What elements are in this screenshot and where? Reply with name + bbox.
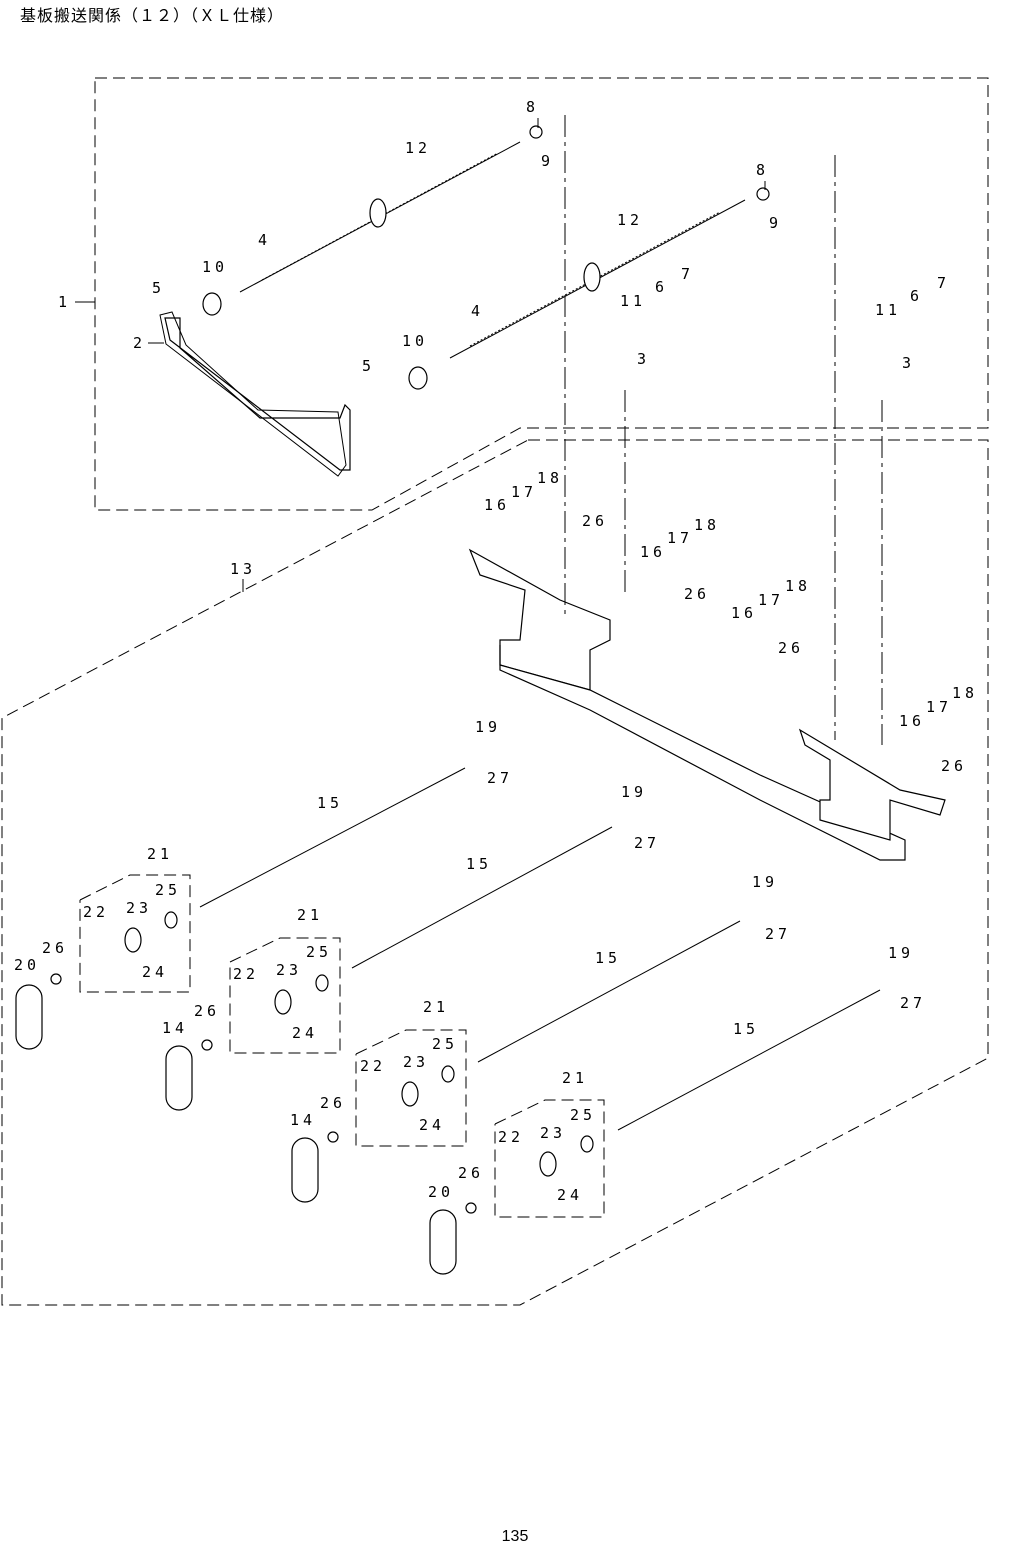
- callout: 15: [466, 855, 492, 873]
- callout: 16: [484, 496, 510, 514]
- callout: 5: [152, 279, 165, 297]
- callout: 22: [83, 903, 109, 921]
- callout: 23: [276, 961, 302, 979]
- callout: 25: [432, 1035, 458, 1053]
- callout: 17: [511, 483, 537, 501]
- callout: 20: [14, 956, 40, 974]
- callout: 24: [557, 1186, 583, 1204]
- callout: 9: [769, 214, 782, 232]
- callout: 14: [290, 1111, 316, 1129]
- callout: 15: [317, 794, 343, 812]
- callout: 1: [58, 293, 71, 311]
- callout: 23: [126, 899, 152, 917]
- callout: 6: [910, 287, 923, 305]
- timing-belts: [16, 974, 476, 1274]
- callout: 3: [902, 354, 915, 372]
- callout: 7: [681, 265, 694, 283]
- callout: 19: [621, 783, 647, 801]
- callout: 18: [785, 577, 811, 595]
- callout: 26: [582, 512, 608, 530]
- callout: 24: [292, 1024, 318, 1042]
- callout: 4: [471, 302, 484, 320]
- callout: 27: [765, 925, 791, 943]
- callout: 12: [405, 139, 431, 157]
- callout: 22: [498, 1128, 524, 1146]
- callout: 18: [694, 516, 720, 534]
- callout-labels: 1 2 3 3 4 4 5 5 6 6 7 7 8 8 9 9 10 10 11…: [14, 98, 978, 1204]
- callout: 26: [458, 1164, 484, 1182]
- callout: 17: [926, 698, 952, 716]
- callout: 2: [133, 334, 146, 352]
- callout: 24: [419, 1116, 445, 1134]
- callout: 24: [142, 963, 168, 981]
- callout: 4: [258, 231, 271, 249]
- callout: 23: [540, 1124, 566, 1142]
- callout: 22: [233, 965, 259, 983]
- callout: 16: [640, 543, 666, 561]
- callout: 27: [634, 834, 660, 852]
- drive-belt: [160, 312, 350, 476]
- callout: 26: [684, 585, 710, 603]
- callout: 21: [562, 1069, 588, 1087]
- callout: 8: [756, 161, 769, 179]
- callout: 25: [306, 943, 332, 961]
- drive-shafts: [200, 768, 880, 1130]
- callout: 17: [667, 529, 693, 547]
- callout: 6: [655, 278, 668, 296]
- assembly-1-boundary: [95, 78, 988, 510]
- callout: 11: [620, 292, 646, 310]
- callout: 15: [733, 1020, 759, 1038]
- callout: 25: [155, 881, 181, 899]
- callout: 21: [147, 845, 173, 863]
- callout: 15: [595, 949, 621, 967]
- callout: 26: [42, 939, 68, 957]
- callout: 18: [952, 684, 978, 702]
- callout: 16: [731, 604, 757, 622]
- callout: 12: [617, 211, 643, 229]
- callout: 26: [194, 1002, 220, 1020]
- callout: 26: [941, 757, 967, 775]
- callout: 18: [537, 469, 563, 487]
- callout: 19: [888, 944, 914, 962]
- callout: 21: [423, 998, 449, 1016]
- callout: 10: [202, 258, 228, 276]
- callout: 5: [362, 357, 375, 375]
- callout: 22: [360, 1057, 386, 1075]
- callout: 19: [752, 873, 778, 891]
- callout: 8: [526, 98, 539, 116]
- page-number: 135: [0, 1528, 1030, 1546]
- center-lines: [565, 115, 882, 745]
- callout: 17: [758, 591, 784, 609]
- callout: 26: [320, 1094, 346, 1112]
- callout: 25: [570, 1106, 596, 1124]
- callout: 14: [162, 1019, 188, 1037]
- callout: 27: [487, 769, 513, 787]
- callout: 3: [637, 350, 650, 368]
- callout: 7: [937, 274, 950, 292]
- callout: 10: [402, 332, 428, 350]
- callout: 20: [428, 1183, 454, 1201]
- callout: 11: [875, 301, 901, 319]
- callout: 27: [900, 994, 926, 1012]
- callout: 26: [778, 639, 804, 657]
- ball-screw-lower: [409, 188, 769, 389]
- callout: 21: [297, 906, 323, 924]
- callout: 23: [403, 1053, 429, 1071]
- callout: 19: [475, 718, 501, 736]
- pulley-group-boxes: [80, 875, 604, 1217]
- callout: 9: [541, 152, 554, 170]
- leader-lines: [75, 118, 765, 592]
- callout: 13: [230, 560, 256, 578]
- ball-screw-upper: [203, 126, 542, 315]
- callout: 16: [899, 712, 925, 730]
